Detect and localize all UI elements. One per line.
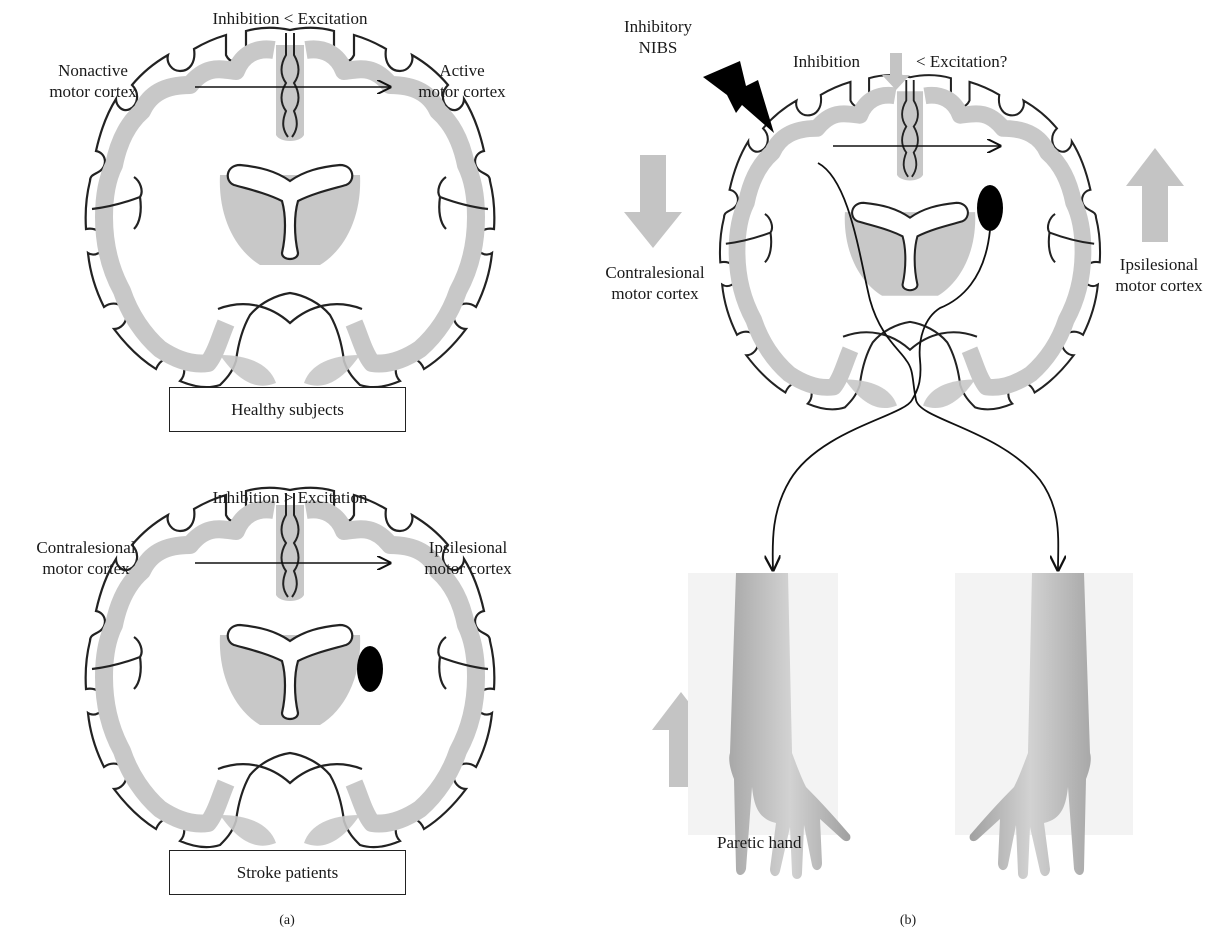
lesion-stroke — [357, 646, 383, 692]
healthy-left-line1: Nonactive — [20, 60, 166, 81]
healthy-caption-box: Healthy subjects — [169, 387, 406, 432]
nibs-right-line2: motor cortex — [1100, 275, 1218, 296]
stroke-left-line1: Contralesional — [6, 537, 166, 558]
stroke-title: Inhibition > Excitation — [200, 487, 380, 508]
arrow-down-contralesional — [624, 155, 682, 248]
nibs-left-line1: Contralesional — [585, 262, 725, 283]
nibs-line1: Inhibitory — [608, 16, 708, 37]
healthy-left-line2: motor cortex — [20, 81, 166, 102]
stroke-left-line2: motor cortex — [6, 558, 166, 579]
lightning-bolt-icon — [703, 61, 774, 133]
nibs-label: Inhibitory NIBS — [608, 16, 708, 58]
healthy-right-label: Active motor cortex — [394, 60, 530, 102]
paretic-hand-label: Paretic hand — [717, 832, 802, 853]
nibs-left-label: Contralesional motor cortex — [585, 262, 725, 304]
brain-nibs — [720, 75, 1100, 409]
nibs-title-left: Inhibition — [793, 51, 860, 72]
nibs-line2: NIBS — [608, 37, 708, 58]
stroke-right-label: Ipsilesional motor cortex — [398, 537, 538, 579]
healthy-right-line1: Active — [394, 60, 530, 81]
stroke-caption-box: Stroke patients — [169, 850, 406, 895]
arrow-up-ipsilesional — [1126, 148, 1184, 242]
healthy-title: Inhibition < Excitation — [200, 8, 380, 29]
nibs-right-line1: Ipsilesional — [1100, 254, 1218, 275]
healthy-left-label: Nonactive motor cortex — [20, 60, 166, 102]
stroke-right-line1: Ipsilesional — [398, 537, 538, 558]
lesion-nibs — [977, 185, 1003, 231]
nibs-title-right: < Excitation? — [916, 51, 1007, 72]
stroke-left-label: Contralesional motor cortex — [6, 537, 166, 579]
nibs-right-label: Ipsilesional motor cortex — [1100, 254, 1218, 296]
nibs-left-line2: motor cortex — [585, 283, 725, 304]
panel-a-tag: (a) — [262, 910, 312, 931]
panel-b-tag: (b) — [883, 910, 933, 931]
stroke-right-line2: motor cortex — [398, 558, 538, 579]
healthy-right-line2: motor cortex — [394, 81, 530, 102]
